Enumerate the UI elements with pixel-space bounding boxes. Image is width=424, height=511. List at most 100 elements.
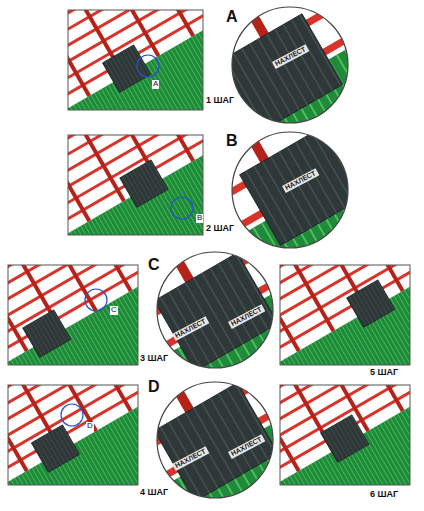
corrugation (270, 295, 413, 511)
batten (0, 0, 424, 165)
step-label: 1 ШАГ (206, 96, 234, 106)
batten (0, 0, 403, 86)
corrugation (225, 58, 266, 129)
corrugation (55, 429, 72, 458)
rafter (10, 265, 138, 272)
corrugation (345, 175, 424, 422)
rafter (46, 0, 212, 131)
corrugation (0, 468, 114, 511)
detail-frame (157, 382, 273, 498)
corrugation (122, 296, 138, 365)
corrugation (227, 389, 268, 460)
corrugation (370, 284, 387, 313)
corrugation (386, 228, 424, 475)
corrugation (401, 412, 410, 485)
corrugation (181, 168, 203, 235)
rafter (68, 10, 91, 97)
batten (8, 265, 138, 365)
step-label: 6 ШАГ (370, 490, 398, 500)
corrugation (401, 292, 410, 365)
corrugation (25, 326, 42, 355)
rafter (72, 135, 203, 142)
rafter (8, 265, 132, 292)
rafter (8, 385, 29, 472)
corrugation (167, 176, 203, 235)
corrugation (227, 259, 268, 330)
batten (0, 0, 379, 294)
detail-frame (232, 132, 348, 248)
corrugation (378, 232, 424, 479)
corrugation (328, 391, 424, 511)
batten (0, 75, 424, 381)
batten (0, 0, 424, 107)
corrugation (304, 468, 410, 485)
corrugation (344, 419, 361, 448)
corrugation (303, 406, 424, 511)
step-panel (68, 10, 203, 110)
rafter (0, 229, 137, 506)
rafter (0, 277, 54, 511)
corrugation (412, 136, 424, 383)
corrugation (133, 45, 150, 74)
corrugation (178, 170, 203, 235)
panel-frame (8, 265, 138, 365)
rafter (304, 37, 424, 314)
corrugation (279, 152, 320, 223)
corrugation (318, 340, 410, 365)
new-sheet (31, 425, 79, 472)
corrugation (361, 372, 424, 511)
corrugation (150, 61, 203, 110)
corrugation (195, 160, 203, 235)
corrugation (84, 224, 203, 235)
corrugation (44, 435, 61, 464)
corrugation (420, 132, 424, 379)
corrugation (21, 439, 164, 511)
corrugation (353, 170, 424, 417)
batten (0, 205, 424, 511)
corrugation (185, 41, 203, 110)
step-label: 5 ШАГ (370, 368, 398, 378)
batten (280, 265, 410, 365)
batten (68, 10, 203, 110)
rafter (0, 0, 129, 179)
batten (8, 265, 138, 365)
rafter (280, 385, 404, 412)
corrugation (395, 146, 424, 393)
corrugation (188, 39, 203, 110)
corrugation (12, 444, 155, 511)
corrugation (34, 441, 51, 470)
corrugation (29, 434, 172, 511)
corrugation (164, 178, 203, 235)
corrugation (188, 164, 203, 235)
corrugation (253, 434, 396, 511)
panel-frame (280, 265, 410, 365)
corrugation (262, 223, 405, 470)
corrugation (0, 453, 138, 511)
step-panel (8, 385, 138, 485)
corrugation (404, 410, 410, 485)
panel-frame (8, 385, 138, 485)
corrugation (185, 166, 203, 235)
step-panel (280, 385, 410, 485)
corrugation (395, 21, 424, 268)
corrugation (328, 184, 424, 431)
detail-marker (137, 55, 159, 77)
corrugation (129, 292, 138, 365)
corrugation (147, 162, 164, 191)
corrugation (337, 386, 424, 511)
step-panel (68, 135, 203, 235)
rafter (0, 75, 46, 352)
panel-frame (280, 385, 410, 485)
corrugation (145, 497, 288, 511)
corrugation (362, 165, 424, 412)
batten (0, 0, 424, 49)
batten (0, 0, 420, 116)
laid-sheet (37, 52, 424, 511)
batten (68, 135, 203, 235)
corrugation (132, 290, 138, 365)
corrugation (312, 194, 424, 441)
rafter (0, 0, 46, 227)
corrugation (122, 176, 139, 205)
callout-letter: D (86, 422, 94, 431)
rafter (10, 385, 138, 392)
